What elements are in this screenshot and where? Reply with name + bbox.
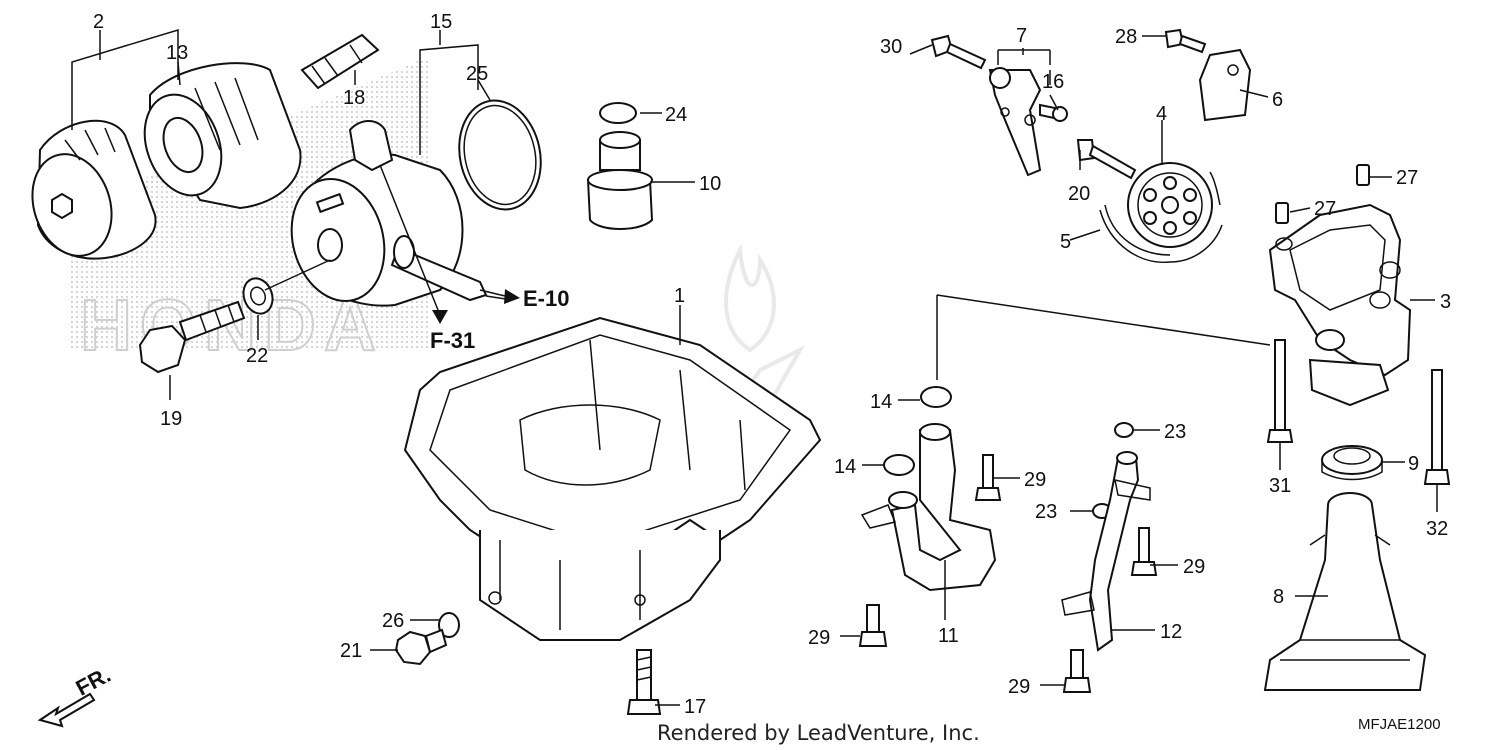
callout-20: 20 <box>1068 183 1090 205</box>
callout-15: 15 <box>430 11 452 33</box>
callout-29a: 29 <box>1024 469 1046 491</box>
callout-23b: 23 <box>1035 501 1057 523</box>
callout-24: 24 <box>665 104 687 126</box>
callout-8: 8 <box>1273 586 1284 608</box>
callout-26: 26 <box>382 610 404 632</box>
pipe-o-ring-23a <box>1114 422 1134 438</box>
callout-32: 32 <box>1426 518 1448 540</box>
oil-pump <box>1268 203 1412 407</box>
callout-18: 18 <box>343 87 365 109</box>
leader-lines <box>99 30 1438 706</box>
chain-guide-bolt-30 <box>930 34 987 70</box>
reference-e10: E-10 <box>523 286 569 311</box>
callout-17: 17 <box>684 696 706 718</box>
pipe-seal-14b <box>883 454 915 476</box>
callout-29d: 29 <box>1008 676 1030 698</box>
diagram-code: MFJAE1200 <box>1358 716 1441 733</box>
oil-pipe-12 <box>1061 451 1151 652</box>
front-label: FR. <box>72 662 115 701</box>
callout-29b: 29 <box>808 627 830 649</box>
callout-25: 25 <box>466 63 488 85</box>
sprocket-bolt-20 <box>1076 139 1137 180</box>
group-bracket-14-3 <box>936 294 1271 380</box>
pipe-seal-14a <box>920 386 952 408</box>
group-bracket-15-25 <box>419 44 479 155</box>
callout-22: 22 <box>246 345 268 367</box>
oil-pressure-relief-valve <box>586 131 654 230</box>
callout-4: 4 <box>1156 103 1167 125</box>
sealing-washer <box>242 277 274 315</box>
callout-27b: 27 <box>1396 167 1418 189</box>
front-direction-arrow <box>37 692 96 728</box>
callout-21: 21 <box>340 640 362 662</box>
callout-5: 5 <box>1060 231 1071 253</box>
callout-27a: 27 <box>1314 198 1336 220</box>
pipe-bolt-29c <box>1130 527 1158 576</box>
chain-guide <box>988 67 1042 177</box>
pipe-bolt-29b <box>858 604 888 647</box>
callout-12: 12 <box>1160 621 1182 643</box>
oil-pipe-11 <box>860 423 997 592</box>
oil-cooler-o-ring-inner <box>463 104 537 206</box>
callout-1: 1 <box>674 285 685 307</box>
group-bracket-2-13 <box>71 28 179 130</box>
callout-31: 31 <box>1269 475 1291 497</box>
watermark-text: HONDA <box>80 286 384 366</box>
callout-14a: 14 <box>870 391 892 413</box>
callout-28: 28 <box>1115 26 1137 48</box>
oil-filter-cartridge <box>143 62 302 210</box>
callout-29c: 29 <box>1183 556 1205 578</box>
dowel-pin-27b <box>1356 164 1370 186</box>
oil-pump-bolt-32 <box>1423 369 1451 485</box>
oil-pump-bolt-31 <box>1266 339 1294 443</box>
callout-9: 9 <box>1408 453 1419 475</box>
callout-10: 10 <box>699 173 721 195</box>
oil-pan-bolt <box>626 649 662 715</box>
drain-bolt-washer <box>438 612 460 638</box>
callout-14b: 14 <box>834 456 856 478</box>
callout-7: 7 <box>1016 25 1027 47</box>
oil-filter-cover <box>31 119 157 260</box>
callout-30: 30 <box>880 36 902 58</box>
callout-19: 19 <box>160 408 182 430</box>
render-credit: Rendered by LeadVenture, Inc. <box>657 721 980 745</box>
callout-13: 13 <box>166 42 188 64</box>
oil-cooler <box>290 120 488 307</box>
oil-cooler-bolt <box>138 300 246 374</box>
pipe-bolt-29d <box>1062 649 1092 693</box>
strainer-seal <box>1321 445 1383 481</box>
chain-tensioner <box>1198 48 1252 122</box>
callout-6: 6 <box>1272 89 1283 111</box>
pipe-bolt-29a <box>974 454 1002 501</box>
oil-pump-drive-chain <box>1099 171 1223 264</box>
callout-16: 16 <box>1042 71 1064 93</box>
reference-arrow-f31-head <box>432 310 448 324</box>
chain-guide-collar-16 <box>1039 103 1068 122</box>
oil-pan <box>403 316 822 641</box>
dowel-pin-27a <box>1275 202 1289 224</box>
relief-valve-o-ring <box>599 102 637 124</box>
group-bracket-7-16 <box>997 49 1051 65</box>
reference-arrow-e10 <box>479 289 520 304</box>
oil-cooler-o-ring <box>458 99 542 211</box>
tensioner-bolt-28 <box>1164 28 1207 54</box>
reference-f31: F-31 <box>430 328 475 353</box>
oil-pump-driven-sprocket <box>1127 162 1213 248</box>
callout-2: 2 <box>93 11 104 33</box>
oil-cooler-stud <box>300 33 380 90</box>
callout-11: 11 <box>938 625 959 647</box>
callout-23a: 23 <box>1164 421 1186 443</box>
oil-strainer <box>1263 492 1427 691</box>
callout-3: 3 <box>1440 291 1451 313</box>
oil-drain-bolt <box>394 628 448 666</box>
